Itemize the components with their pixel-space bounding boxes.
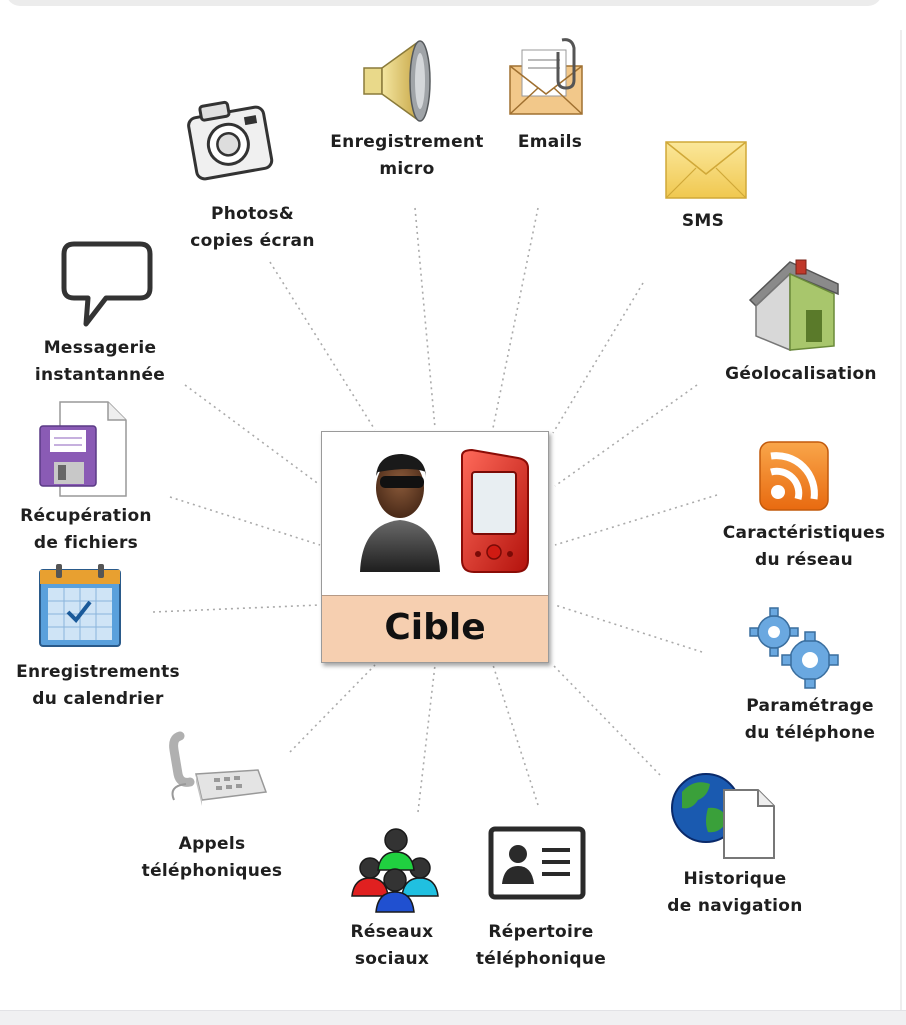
node-messagerie-label: Messagerie instantannée <box>34 338 166 385</box>
contact-card-icon <box>488 826 586 900</box>
bottom-bar <box>0 1010 906 1025</box>
node-recuperation-label: Récupération de fichiers <box>20 506 152 553</box>
top-bar <box>6 0 882 6</box>
connector-reseau <box>554 494 718 546</box>
node-sms-label: SMS <box>681 211 725 231</box>
connector-photos <box>269 261 376 431</box>
calendar-icon <box>39 564 121 647</box>
connector-historique <box>552 664 661 776</box>
email-envelope-icon <box>509 38 583 115</box>
floppy-file-icon <box>39 401 127 497</box>
social-group-icon <box>351 828 439 913</box>
desk-phone-icon <box>169 731 268 806</box>
connector-repertoire <box>492 664 539 806</box>
connector-sms <box>552 282 644 434</box>
node-photos-label: Photos& copies écran <box>190 204 315 251</box>
node-calendrier-label: Enregistrements du calendrier <box>16 662 180 709</box>
connector-calendrier <box>152 604 321 613</box>
node-parametrage-label: Paramétrage du téléphone <box>744 696 876 743</box>
camera-icon <box>187 100 274 181</box>
mobile-phone-icon <box>461 448 529 573</box>
node-reseau-label: Caractéristiques du réseau <box>722 523 886 570</box>
node-historique-label: Historique de navigation <box>667 869 803 916</box>
speaker-icon <box>363 40 431 122</box>
connector-messagerie <box>184 384 321 486</box>
connector-parametrage <box>554 604 703 653</box>
node-appels-label: Appels téléphoniques <box>141 834 283 881</box>
globe-document-icon <box>671 773 775 859</box>
rss-feed-icon <box>759 441 829 511</box>
connector-geoloc <box>554 384 698 487</box>
connector-micro <box>414 207 436 429</box>
chat-bubble-icon <box>61 241 153 327</box>
node-repertoire-label: Répertoire téléphonique <box>475 922 607 969</box>
connector-recuperation <box>169 496 321 546</box>
center-label: Cible <box>384 607 486 648</box>
connector-appels <box>289 664 376 753</box>
center-target-box: Cible <box>321 431 549 663</box>
node-emails-label: Emails <box>517 132 583 152</box>
page-edge <box>900 30 902 1010</box>
node-reseaux-sociaux-label: Réseaux sociaux <box>350 922 434 969</box>
sms-envelope-icon <box>665 141 747 199</box>
node-geoloc-label: Géolocalisation <box>725 364 877 384</box>
gears-icon <box>749 607 839 689</box>
spy-icon <box>360 454 440 572</box>
connector-reseaux <box>417 664 436 813</box>
house-icon <box>748 259 839 352</box>
center-label-band: Cible <box>322 595 548 662</box>
node-micro-label: Enregistrement micro <box>330 132 484 179</box>
connector-emails <box>492 207 539 429</box>
